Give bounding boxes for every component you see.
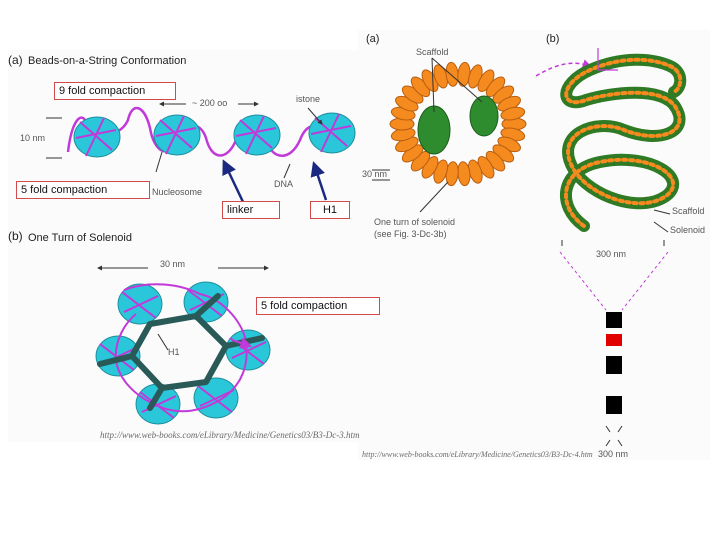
solenoid-turn-ref: (see Fig. 3-Dc-3b) (374, 229, 447, 239)
h1-pointer (157, 333, 169, 351)
solenoid-pointer (653, 221, 669, 233)
scaffold-label-top: Scaffold (416, 47, 449, 57)
right-panel-b-marker: (b) (546, 33, 560, 45)
panel-b-title: One Turn of Solenoid (28, 232, 132, 244)
compaction-5fold-box-mid: 5 fold compaction (256, 297, 380, 316)
panel-a-title: Beads-on-a-String Conformation (28, 55, 187, 67)
size-bracket-10nm (46, 117, 62, 159)
zoom-funnel (559, 251, 669, 311)
dna-pointer (283, 163, 291, 179)
coiled-fiber-outline (564, 57, 683, 228)
linker-arrow (222, 159, 246, 205)
nucleosome-bead (153, 114, 201, 156)
size-label-30nm-left: 30 nm (160, 259, 186, 269)
size-label-300nm-a: 300 nm (596, 249, 627, 259)
solenoid-turn (95, 265, 271, 425)
source-url-right[interactable]: http://www.web-books.com/eLibrary/Medici… (362, 450, 593, 459)
scaffold-label-right: Scaffold (672, 206, 705, 216)
scaffold-core (469, 95, 499, 137)
chromosome-band-red (606, 334, 622, 346)
size-bracket-30nm (372, 169, 390, 181)
magnify-arrow (535, 59, 592, 77)
h1-arrow (310, 161, 328, 201)
compaction-9fold-box: 9 fold compaction (54, 82, 176, 101)
chromosome-band (606, 396, 622, 414)
source-url-left[interactable]: http://www.web-books.com/eLibrary/Medici… (100, 430, 360, 440)
h1-box: H1 (310, 201, 350, 220)
h1-small-label: H1 (168, 347, 180, 357)
nucleosome-bead (308, 112, 356, 154)
nucleosome-pointer (155, 151, 163, 173)
chromatin-loop-ring (389, 61, 527, 187)
zoom-bracket (597, 48, 618, 71)
scaffold-label-line (431, 57, 483, 113)
linker-box: linker (222, 201, 280, 220)
histone-pointer (307, 107, 323, 125)
solenoid-turn-pointer (419, 181, 449, 213)
nucleosome-label: Nucleosome (152, 187, 203, 197)
panel-b-marker: (b) (8, 229, 23, 243)
dna-label: DNA (274, 179, 294, 189)
right-panel-a-marker: (a) (366, 33, 380, 45)
spacing-label: ~ 200 oo (192, 98, 228, 108)
beads-on-string (46, 101, 356, 205)
histone-label: istone (296, 94, 321, 104)
nucleosome-bead (233, 114, 281, 156)
scaffold-pointer (653, 209, 671, 215)
solenoid-bead (117, 283, 163, 325)
dna-end-arrow (231, 337, 253, 349)
size-label-30nm-right: 30 nm (362, 169, 388, 179)
dimension-300nm-bottom (605, 425, 623, 447)
dimension-300nm (561, 240, 665, 246)
panel-a-marker: (a) (8, 53, 23, 67)
nucleosome-bead (73, 116, 121, 158)
solenoid-label-right: Solenoid (670, 225, 706, 235)
chromatin-loop (500, 106, 526, 121)
scaffold-core (417, 105, 451, 155)
chromosome-band (606, 312, 622, 328)
chromosome-band (606, 356, 622, 374)
size-label-300nm-b: 300 nm (598, 449, 629, 459)
solenoid-turn-label: One turn of solenoid (374, 217, 456, 227)
size-label-10nm: 10 nm (20, 133, 46, 143)
left-figure-panel (8, 50, 364, 442)
supercoiled-fiber (559, 48, 687, 447)
compaction-5fold-box-top: 5 fold compaction (16, 181, 150, 200)
scaffold-loops (372, 57, 592, 213)
